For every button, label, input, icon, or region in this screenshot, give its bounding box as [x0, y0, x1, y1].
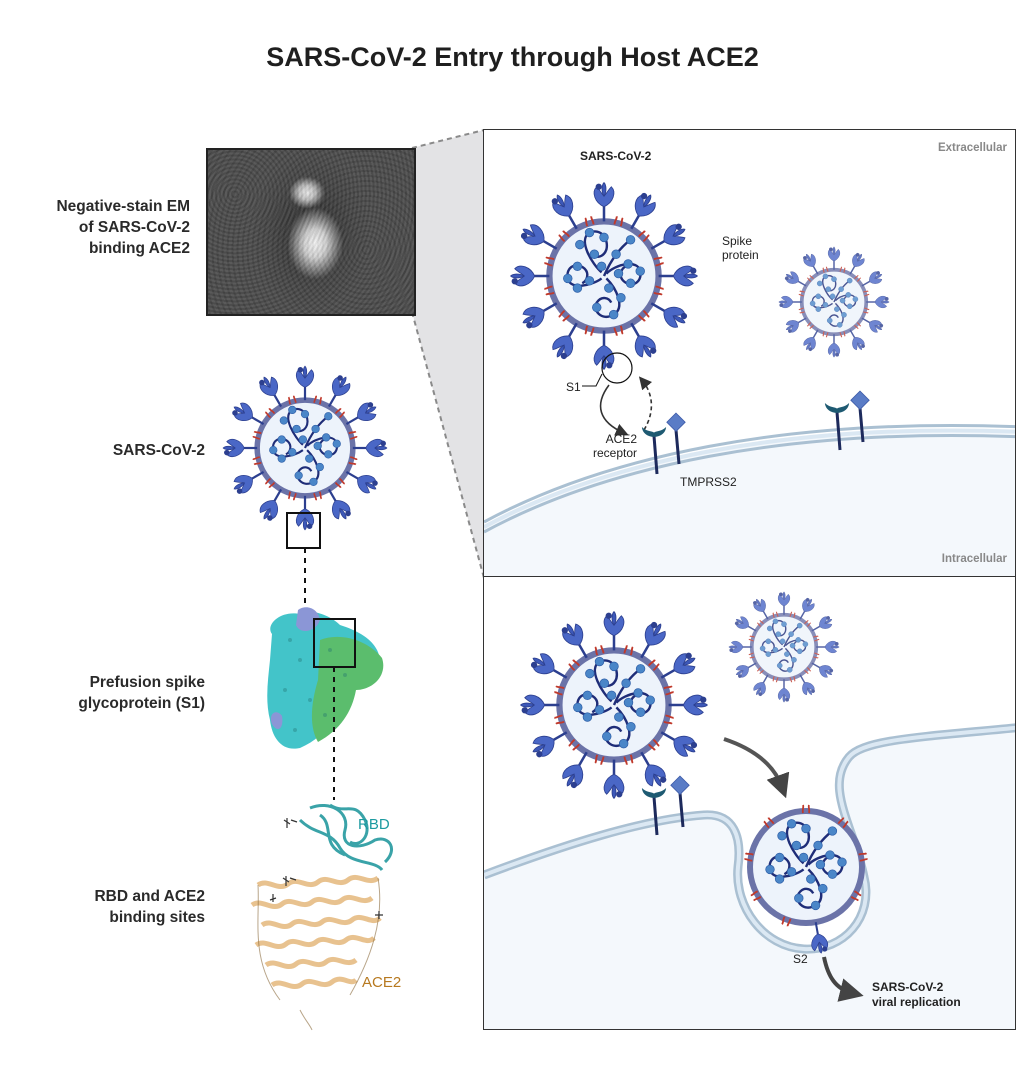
binding-label: RBD and ACE2 binding sites — [94, 888, 205, 926]
virion-distant-icon-2 — [729, 592, 839, 702]
s2-label: S2 — [793, 952, 808, 966]
intracellular-label: Intracellular — [941, 553, 1007, 565]
ace2-receptor-label: ACE2 receptor — [592, 432, 637, 460]
top-panel-graphics — [484, 130, 1015, 577]
virion-binding-icon — [521, 612, 708, 799]
virion-endocytosed-icon — [743, 804, 869, 956]
spike-label: Prefusion spike glycoprotein (S1) — [78, 674, 205, 712]
extracellular-label: Extracellular — [937, 142, 1007, 154]
s1-highlight-circle — [601, 352, 633, 384]
bottom-panel-graphics — [484, 577, 1015, 1029]
rbd-structure-icon — [298, 803, 393, 872]
panel-bottom-entry: S2 SARS-CoV-2 viral replication — [483, 576, 1016, 1030]
prefusion-spike-structure-icon — [267, 607, 384, 749]
tmprss2-label: TMPRSS2 — [680, 475, 737, 489]
virion-main-icon — [511, 183, 698, 370]
rbd-label: RBD — [358, 816, 390, 833]
em-label: Negative-stain EM of SARS-CoV-2 binding … — [56, 198, 190, 257]
spike-zoom-box — [286, 512, 321, 549]
virus-title-label: SARS-CoV-2 — [580, 149, 652, 163]
figure-title: SARS-CoV-2 Entry through Host ACE2 — [266, 42, 759, 72]
left-column-graphics — [0, 0, 393, 1031]
spike-protein-label: Spike protein — [722, 234, 759, 262]
viral-replication-label: SARS-CoV-2 viral replication — [872, 980, 961, 1009]
virion-distant-icon — [779, 247, 889, 357]
s1-label: S1 — [566, 380, 581, 394]
negative-stain-em-image — [206, 148, 416, 316]
virus-label: SARS-CoV-2 — [112, 442, 205, 459]
ace2-structure-icon — [250, 874, 382, 990]
ace2-structure-label: ACE2 — [362, 974, 402, 991]
panel-top-binding: Extracellular Intracellular SARS-CoV-2 S… — [483, 129, 1016, 578]
virion-left-icon — [223, 366, 387, 530]
